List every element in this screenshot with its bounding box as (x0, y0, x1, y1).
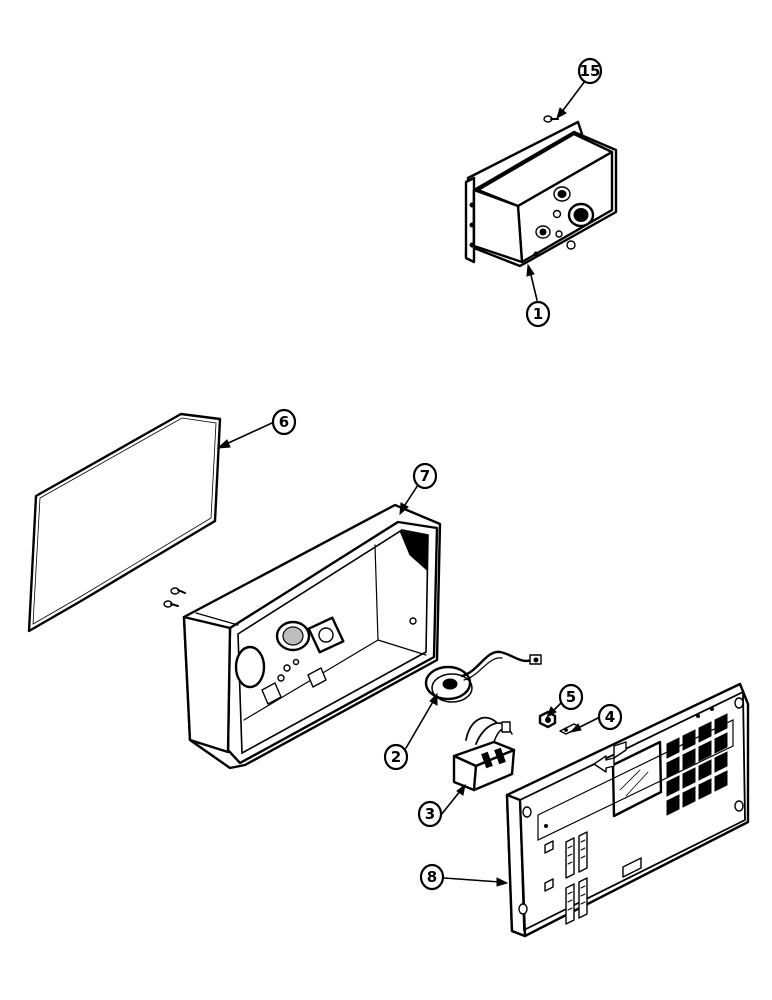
callout-2-label: 2 (391, 748, 401, 766)
part-1-module-housing (464, 120, 618, 268)
callout-8-label: 8 (427, 868, 437, 886)
callout-4-label: 4 (605, 708, 615, 726)
callout-5: 5 (558, 683, 584, 711)
part-8-front-panel (505, 682, 750, 938)
part-5-nut (538, 710, 557, 729)
callout-6: 6 (271, 408, 297, 436)
part-2-buzzer (424, 650, 542, 703)
callout-1-label: 1 (533, 305, 543, 323)
callout-1: 1 (525, 300, 551, 328)
callout-7: 7 (412, 462, 438, 490)
callout-3-label: 3 (425, 805, 435, 823)
leader-lines (216, 80, 599, 887)
part-15-screw (543, 115, 559, 123)
keypad (666, 713, 728, 816)
part-7-enclosure-box (163, 503, 442, 770)
callout-5-label: 5 (566, 688, 576, 706)
part-3-switch (452, 716, 516, 792)
callout-6-label: 6 (279, 413, 289, 431)
callout-2: 2 (383, 743, 409, 771)
callout-15-label: 15 (580, 62, 601, 80)
part-6-gasket (27, 412, 222, 633)
callout-4: 4 (597, 703, 623, 731)
callout-3: 3 (417, 800, 443, 828)
callout-8: 8 (419, 863, 445, 891)
callout-15: 15 (577, 57, 603, 85)
callout-7-label: 7 (420, 467, 430, 485)
